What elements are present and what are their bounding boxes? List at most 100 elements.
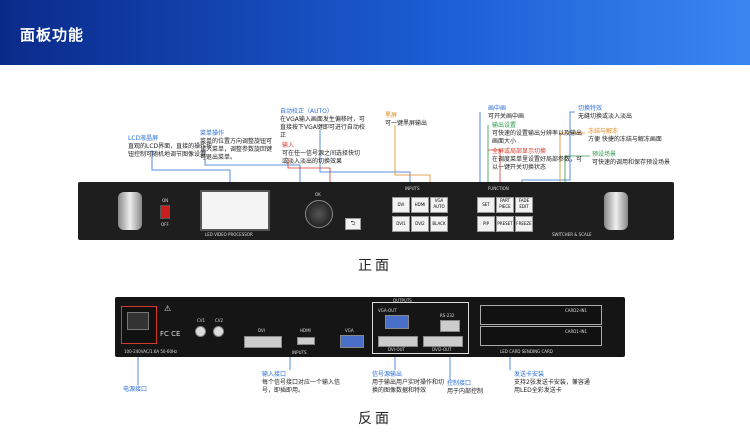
annotation-fullscreen-text: 在调度菜单里设置好局部参数，可以一键开关切换状态 <box>492 156 583 171</box>
function-button-set[interactable]: SET <box>477 197 495 213</box>
vga-port[interactable] <box>340 335 364 348</box>
annotation-output-setting-title: 输出设置 <box>492 122 517 129</box>
lcd-screen <box>200 190 270 231</box>
annotation-lcd-title: LCD液晶屏 <box>128 135 159 142</box>
annotation-lcd: LCD液晶屏 直观的LCD界面，直接的操作按钮控制可随机地调节图像设置。 <box>128 135 213 159</box>
page-title: 面板功能 <box>20 26 85 44</box>
label-dvi: DVI <box>258 328 265 333</box>
label-led-card: LED CARD SENDING CARD <box>500 349 553 354</box>
annotation-auto: 自动校正（AUTO） 在VGA输入画面发生偏移时，可直接按下VGA键即可进行自动… <box>280 108 370 140</box>
knob-label: OK <box>315 192 321 197</box>
label-card2: CARD2-IN1 <box>565 308 588 313</box>
dvi2-out-port[interactable] <box>423 336 463 347</box>
inputs-title: INPUTS <box>405 186 420 191</box>
left-handle <box>118 192 142 230</box>
power-socket-inner <box>127 312 149 330</box>
exit-button[interactable]: ⮌ <box>345 218 361 230</box>
label-cv2: CV2 <box>215 318 224 323</box>
dvi-port[interactable] <box>244 336 282 348</box>
hdmi-port[interactable] <box>297 337 315 345</box>
annotation-output-setting-text: 可快速的设置输出分辨率以及输出画面大小 <box>492 130 583 145</box>
annotation-black-text: 可一键黑屏输出 <box>385 120 428 127</box>
annotation-menu: 菜单操作 菜单的位置方向调整旋钮可读入菜单，调整参数旋回键可退出菜单。 <box>200 130 275 162</box>
outputs-back-title: OUTPUTS <box>393 298 412 303</box>
annotation-lcd-text: 直观的LCD界面，直接的操作按钮控制可随机地调节图像设置。 <box>128 143 213 158</box>
annotation-fullscreen-title: 全屏或局部显示切换 <box>492 148 547 155</box>
cv2-port[interactable] <box>213 326 224 337</box>
annotation-control-title: 控制接口 <box>447 380 472 387</box>
label-dvi-out: DVI-OUT <box>388 347 405 352</box>
annotation-card: 发送卡安装 支持2张发送卡安装，兼容通用LED全彩发送卡 <box>514 371 594 395</box>
input-button-vga-auto[interactable]: VGA AUTO <box>430 197 448 213</box>
inputs-back-title: INPUTS <box>292 350 307 355</box>
warning-icon: ⚠ <box>164 304 172 313</box>
annotation-signal-out-text: 用于输出用户实时操作和切换的图像数据和特效 <box>372 379 445 394</box>
annotation-center-title: 画中画 <box>488 105 507 112</box>
input-button-dvi1[interactable]: DVI1 <box>392 216 410 232</box>
rs232-port[interactable] <box>440 320 460 332</box>
label-vga: VGA <box>345 328 354 333</box>
annotation-preset: 预设场景 可快速的调用和保存预设场景 <box>592 151 677 167</box>
annotation-preset-text: 可快速的调用和保存预设场景 <box>592 159 671 166</box>
input-button-black[interactable]: BLACK <box>430 216 448 232</box>
annotation-center: 画中画 可开关画中画 <box>488 105 568 121</box>
cv1-port[interactable] <box>195 326 206 337</box>
annotation-switch-effect-text: 无缝切换或淡入淡出 <box>578 113 633 120</box>
annotation-freeze-title: 冻结与解冻 <box>588 128 619 135</box>
annotation-freeze: 冻结与解冻 方便 快捷的冻结与解冻画面 <box>588 128 673 144</box>
label-cv1: CV1 <box>197 318 206 323</box>
annotation-input-text: 可在任一信号源之间选择快切或淡入淡出的切换效果 <box>282 150 361 165</box>
annotation-card-title: 发送卡安装 <box>514 371 545 378</box>
on-label: ON <box>162 198 169 203</box>
annotation-black: 黑屏 可一键黑屏输出 <box>385 112 445 128</box>
function-button-pip[interactable]: PIP <box>477 216 495 232</box>
vga-out-port[interactable] <box>385 315 409 329</box>
annotation-input-title: 输入 <box>282 142 295 149</box>
label-vga-out: VGA-OUT <box>378 308 397 313</box>
annotation-switch-effect-title: 切换特效 <box>578 105 603 112</box>
card-slot-bottom[interactable] <box>480 326 602 346</box>
power-switch[interactable] <box>160 205 170 219</box>
lcd-label: LED VIDEO PROCESSOR <box>205 232 253 237</box>
annotation-control: 控制接口 用于内部控制 <box>447 380 502 396</box>
function-button-part-piece[interactable]: PART PIECE <box>496 197 514 213</box>
dvi-out-port[interactable] <box>378 336 418 347</box>
input-button-hdmi[interactable]: HDMI <box>411 197 429 213</box>
function-title: FUNCTION <box>488 186 509 191</box>
outputs-box <box>372 302 469 354</box>
card-slot-top[interactable] <box>480 305 602 325</box>
annotation-control-text: 用于内部控制 <box>447 388 484 395</box>
annotation-menu-text: 菜单的位置方向调整旋钮可读入菜单，调整参数旋回键可退出菜单。 <box>200 138 273 161</box>
label-dvi2-out: DVI2-OUT <box>432 347 452 352</box>
off-label: OFF <box>161 222 169 227</box>
front-panel <box>78 182 674 240</box>
menu-knob[interactable] <box>305 200 333 228</box>
annotation-center-text: 可开关画中画 <box>488 113 525 120</box>
annotation-preset-title: 预设场景 <box>592 151 617 158</box>
annotation-menu-title: 菜单操作 <box>200 130 225 137</box>
label-hdmi: HDMI <box>300 328 311 333</box>
function-button-freeze[interactable]: FREEZE <box>515 216 533 232</box>
annotation-card-text: 支持2张发送卡安装，兼容通用LED全彩发送卡 <box>514 379 590 394</box>
annotation-freeze-text: 方便 快捷的冻结与解冻画面 <box>588 136 662 143</box>
annotation-auto-title: 自动校正（AUTO） <box>280 108 333 115</box>
annotation-black-title: 黑屏 <box>385 112 398 119</box>
annotation-input-port-title: 输入接口 <box>262 371 287 378</box>
input-button-dvi[interactable]: DVI <box>392 197 410 213</box>
annotation-input: 输入 可在任一信号源之间选择快切或淡入淡出的切换效果 <box>282 142 362 166</box>
header-banner: 面板功能 <box>0 0 750 65</box>
annotation-input-port-text: 每个信号接口对应一个输入信号，即插即用。 <box>262 379 341 394</box>
label-rs232: RS-232 <box>440 313 455 318</box>
function-button-fade-edit[interactable]: FADE EDIT <box>515 197 533 213</box>
annotation-input-port: 输入接口 每个信号接口对应一个输入信号，即插即用。 <box>262 371 342 395</box>
right-handle <box>604 192 628 230</box>
brand-right: SWITCHER & SCALE <box>552 232 592 237</box>
annotation-switch-effect: 切换特效 无缝切换或淡入淡出 <box>578 105 658 121</box>
label-card1: CARD1-IN1 <box>565 329 588 334</box>
power-spec: 100-240VAC/1.6A 50-60Hz <box>124 349 178 354</box>
annotation-power: 电源接口 <box>123 386 183 394</box>
annotation-signal-out: 信号源输出 用于输出用户实时操作和切换的图像数据和特效 <box>372 371 447 395</box>
back-caption: 反面 <box>358 411 392 427</box>
function-button-preset[interactable]: PRESET <box>496 216 514 232</box>
input-button-dvi2[interactable]: DVI2 <box>411 216 429 232</box>
